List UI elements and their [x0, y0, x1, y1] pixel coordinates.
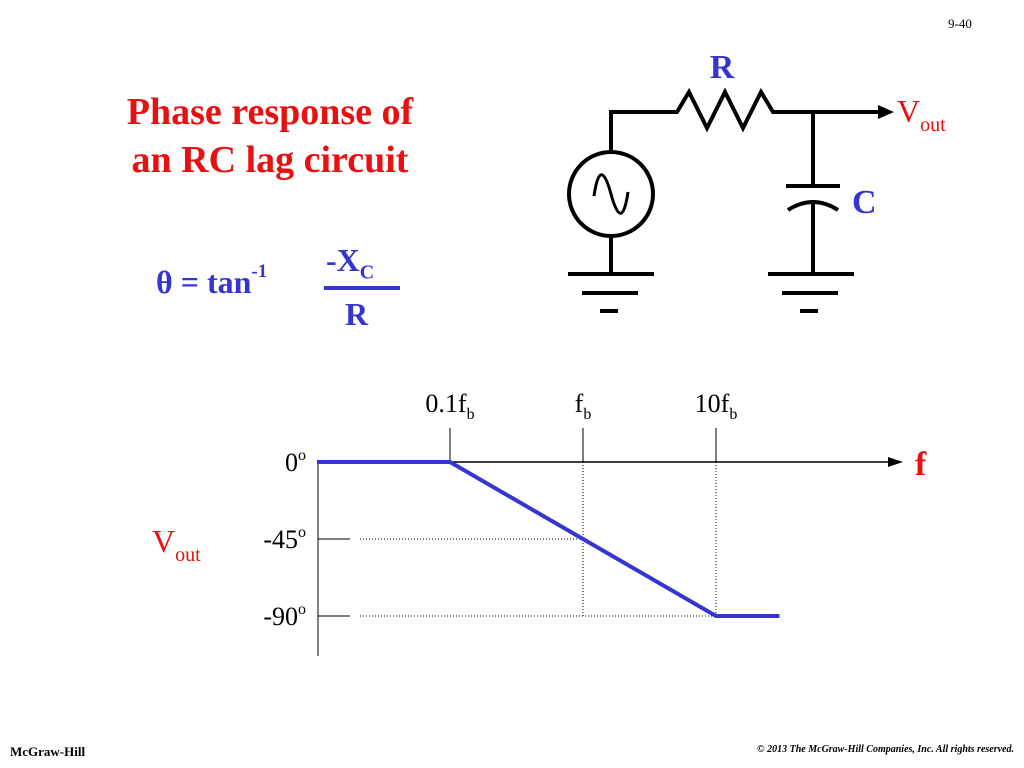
fraction-bar — [324, 286, 400, 290]
resistor-label: R — [710, 49, 735, 86]
formula-numerator: -XC — [326, 242, 375, 284]
output-label: Vout — [897, 93, 946, 136]
phase-tick-label-2: -45o — [263, 524, 306, 554]
sine-wave-icon — [592, 173, 630, 215]
freq-tick-label-2: fb — [575, 389, 592, 423]
x-axis-label: f — [915, 446, 927, 483]
footer-copyright: © 2013 The McGraw-Hill Companies, Inc. A… — [757, 744, 1014, 755]
footer-publisher: McGraw-Hill — [10, 744, 86, 759]
phase-curve — [317, 460, 780, 618]
formula-exponent: -1 — [251, 261, 268, 283]
y-axis-label-subscript: out — [175, 544, 201, 566]
output-arrow-head — [878, 105, 894, 119]
freq-tick-label-1: 0.1fb — [425, 389, 474, 423]
capacitor-label: C — [852, 184, 877, 221]
slide-title: Phase response of an RC lag circuit — [60, 88, 480, 184]
formula-numerator-subscript: C — [359, 261, 375, 284]
freq-tick-label-3: 10fb — [695, 389, 738, 423]
title-line-1: Phase response of — [126, 91, 414, 133]
y-axis-label: Vout — [152, 523, 201, 566]
x-axis-arrow-head — [888, 457, 903, 467]
output-label-subscript: out — [920, 114, 946, 136]
slide-number: 9-40 — [948, 16, 972, 31]
resistor — [668, 87, 790, 133]
formula-denominator: R — [345, 296, 369, 332]
formula-lhs: θ = tan-1 — [156, 261, 268, 300]
title-line-2: an RC lag circuit — [131, 139, 409, 181]
phase-formula: θ = tan-1 -XC R — [140, 240, 440, 340]
phase-tick-label-3: -90o — [263, 601, 306, 631]
phase-tick-label-1: 0o — [285, 447, 306, 477]
